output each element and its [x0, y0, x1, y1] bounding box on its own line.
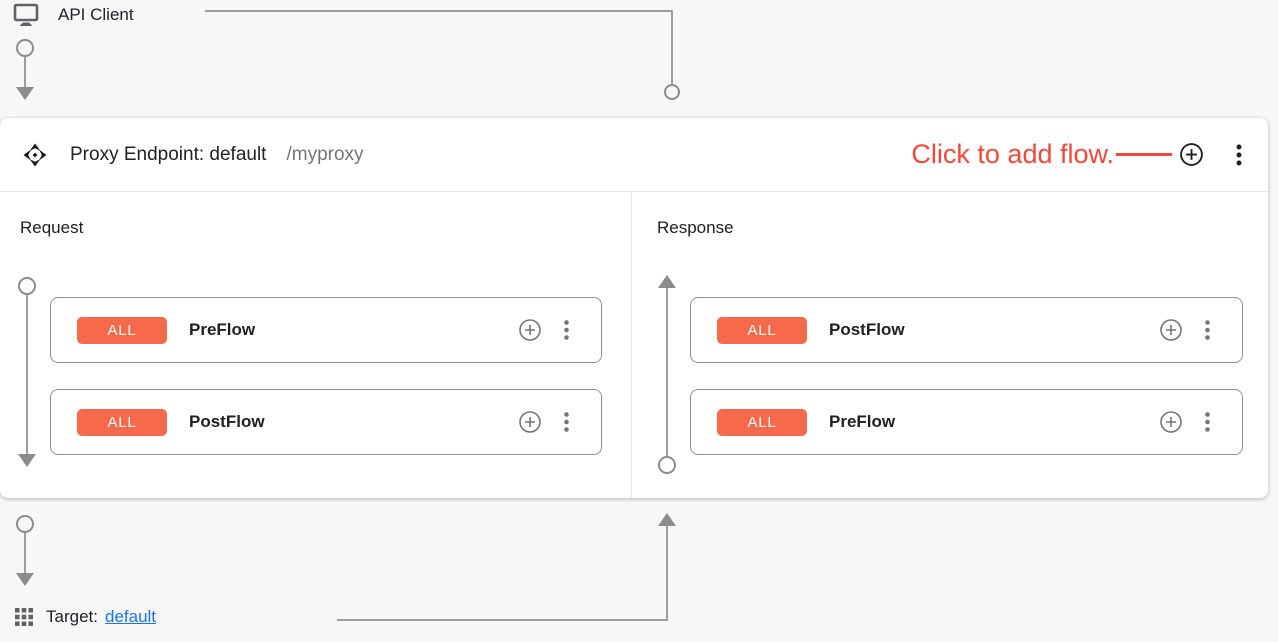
request-connector-circle	[18, 277, 36, 295]
more-vert-icon	[1234, 142, 1244, 168]
response-panel-label: Response	[657, 218, 734, 237]
api-client: API Client	[12, 2, 134, 28]
condition-badge: ALL	[717, 316, 807, 344]
target-label: Target:	[46, 607, 98, 626]
request-postflow-box[interactable]: ALL PostFlow	[50, 389, 602, 455]
response-postflow-box[interactable]: ALL PostFlow	[690, 297, 1243, 363]
add-circle-icon	[1179, 142, 1204, 167]
flow-name: PreFlow	[829, 412, 896, 431]
request-connector-line	[26, 295, 28, 454]
add-policy-button[interactable]	[518, 410, 542, 434]
request-response-divider	[631, 192, 632, 498]
endpoint-menu-button[interactable]	[1234, 142, 1244, 168]
flow-menu-button[interactable]	[562, 318, 571, 342]
target-connector-arrow	[16, 573, 34, 586]
flow-menu-button[interactable]	[562, 410, 571, 434]
more-vert-icon	[562, 410, 571, 434]
annotation-pointer-line	[1116, 153, 1172, 156]
move-diamond-icon	[22, 142, 48, 168]
proxy-endpoint-title: Proxy Endpoint: default	[70, 143, 267, 165]
target-connector-circle	[16, 515, 34, 533]
client-connector-line	[24, 57, 26, 87]
flow-name: PreFlow	[189, 320, 256, 339]
proxy-basepath: /myproxy	[286, 143, 364, 165]
add-flow-button[interactable]	[1179, 142, 1204, 167]
target-return-connector	[337, 526, 668, 621]
response-connector-line	[666, 288, 668, 456]
client-connector-arrow	[16, 87, 34, 100]
proxy-endpoint-card: Proxy Endpoint: default /myproxy Click t…	[0, 118, 1268, 498]
response-return-circle	[664, 84, 680, 100]
proxy-endpoint-header: Proxy Endpoint: default /myproxy Click t…	[0, 118, 1268, 192]
request-panel-label: Request	[20, 218, 84, 237]
flow-name: PostFlow	[189, 412, 265, 431]
flow-name: PostFlow	[829, 320, 905, 339]
add-circle-icon	[518, 318, 542, 342]
target-default-link[interactable]: default	[104, 607, 157, 626]
monitor-icon	[12, 2, 40, 28]
response-connector-circle	[658, 456, 676, 474]
add-circle-icon	[518, 410, 542, 434]
flow-menu-button[interactable]	[1203, 318, 1212, 342]
add-circle-icon	[1159, 318, 1183, 342]
more-vert-icon	[1203, 318, 1212, 342]
request-preflow-box[interactable]: ALL PreFlow	[50, 297, 602, 363]
flow-menu-button[interactable]	[1203, 410, 1212, 434]
response-preflow-box[interactable]: ALL PreFlow	[690, 389, 1243, 455]
condition-badge: ALL	[77, 316, 167, 344]
target-connector-line	[24, 533, 26, 573]
target-return-arrow	[658, 513, 676, 526]
condition-badge: ALL	[717, 408, 807, 436]
apps-grid-icon	[14, 607, 34, 627]
condition-badge: ALL	[77, 408, 167, 436]
api-client-label: API Client	[58, 5, 134, 24]
add-policy-button[interactable]	[518, 318, 542, 342]
more-vert-icon	[1203, 410, 1212, 434]
more-vert-icon	[562, 318, 571, 342]
client-connector-circle	[16, 39, 34, 57]
response-connector-arrow	[658, 275, 676, 288]
add-circle-icon	[1159, 410, 1183, 434]
click-to-add-flow-annotation: Click to add flow.	[911, 139, 1114, 169]
response-return-connector	[205, 10, 673, 84]
add-policy-button[interactable]	[1159, 410, 1183, 434]
request-connector-arrow	[18, 454, 36, 467]
target-row: Target: default	[14, 607, 156, 627]
add-policy-button[interactable]	[1159, 318, 1183, 342]
